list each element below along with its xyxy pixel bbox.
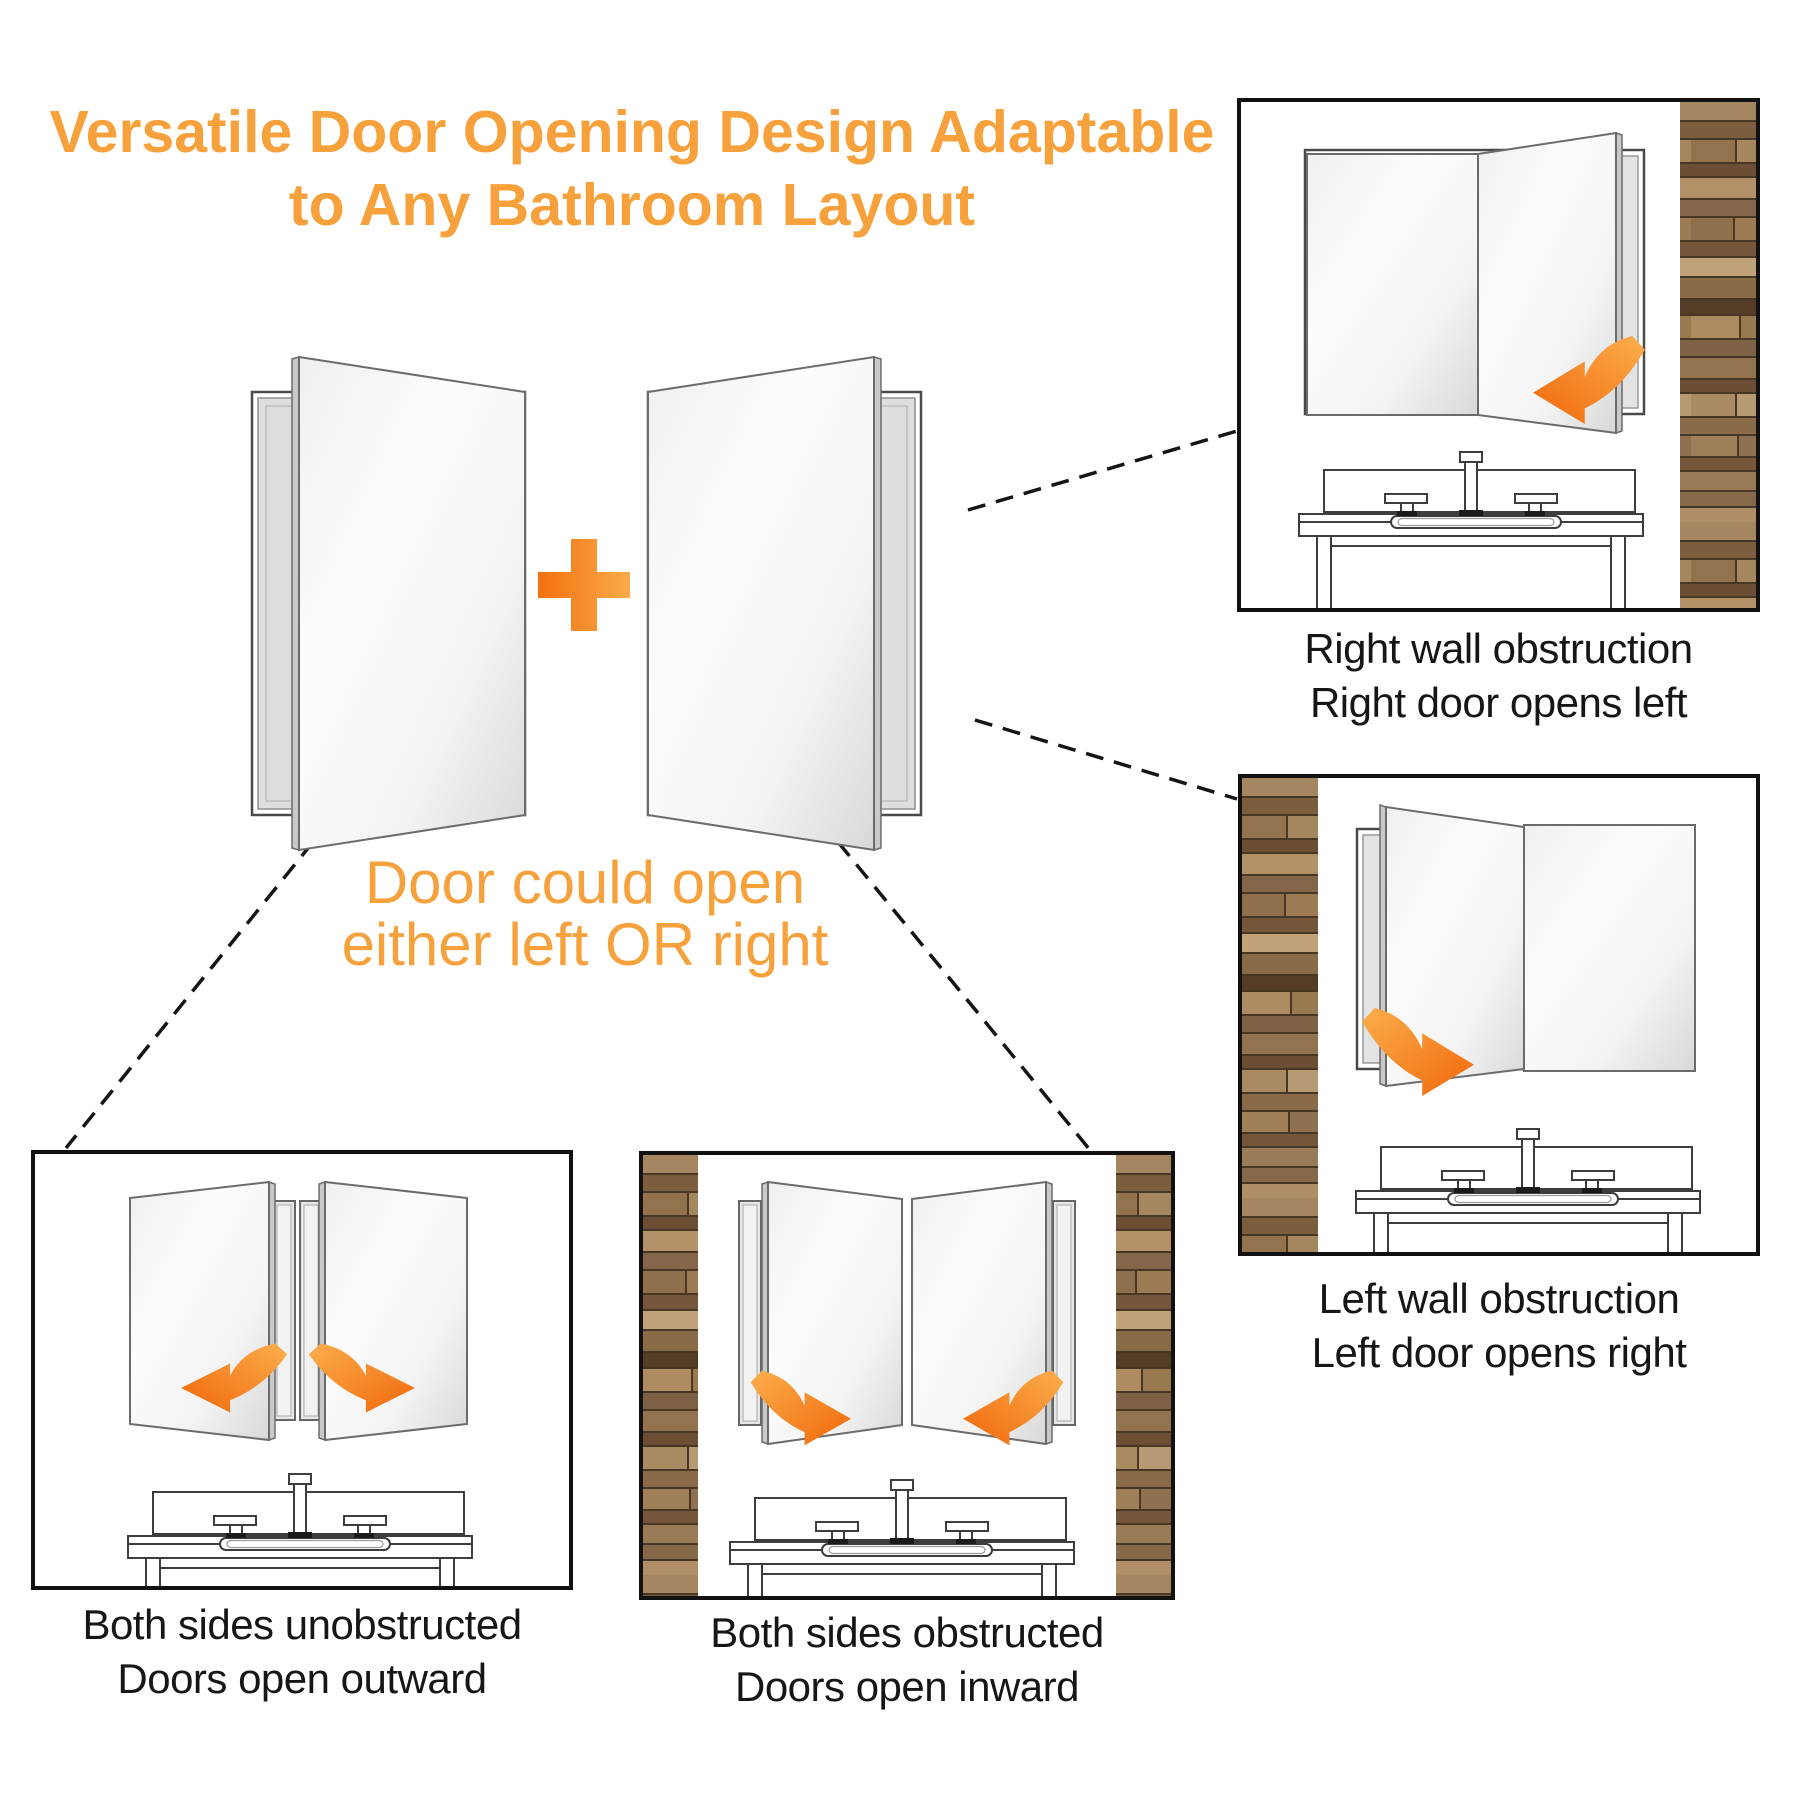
caption-line: Left door opens right — [1311, 1329, 1687, 1376]
panel-obstructed-caption: Both sides obstructed Doors open inward — [639, 1606, 1175, 1714]
caption-line: Left wall obstruction — [1318, 1275, 1680, 1322]
center-caption-line2: either left OR right — [341, 911, 829, 978]
panel-unobstructed-illustration — [127, 1180, 473, 1586]
caption-line: Right wall obstruction — [1304, 625, 1693, 672]
open-right-door — [1477, 131, 1617, 435]
caption-line: Both sides obstructed — [710, 1609, 1104, 1656]
vanity-sink — [1298, 451, 1644, 608]
dashed-connector-bottom-left — [64, 840, 315, 1150]
center-illustration — [250, 355, 923, 852]
page-title-line2: to Any Bathroom Layout — [288, 172, 976, 238]
closed-right-door — [1523, 824, 1696, 1072]
center-caption-line1: Door could open — [364, 849, 806, 916]
page-title: Versatile Door Opening Design Adaptable … — [0, 96, 1264, 242]
caption-line: Doors open outward — [117, 1655, 487, 1702]
caption-line: Right door opens left — [1309, 679, 1688, 726]
closed-left-door — [1306, 153, 1479, 416]
vanity-sink — [1355, 1128, 1701, 1252]
left-door-open-outward — [129, 1180, 270, 1442]
right-cabinet-door — [647, 355, 875, 852]
cabinet-doors-outward — [129, 1180, 468, 1442]
right-cabinet-unit — [646, 355, 923, 852]
right-door-open-inward — [911, 1180, 1047, 1446]
plus-icon — [538, 539, 630, 631]
panel-right-wall-obstruction — [1237, 98, 1760, 612]
panel-unobstructed-caption: Both sides unobstructed Doors open outwa… — [31, 1598, 573, 1706]
panel-obstructed — [639, 1151, 1175, 1600]
center-caption: Door could open either left OR right — [210, 852, 960, 976]
panel-obstructed-illustration — [643, 1155, 1171, 1596]
dashed-connector-middle-right — [974, 718, 1238, 801]
left-door-open-inward — [767, 1180, 903, 1446]
wood-wall-right — [1680, 102, 1756, 608]
cabinet-right-door-open — [1303, 131, 1646, 435]
wood-wall-left — [1242, 778, 1318, 1252]
right-door-open-outward — [324, 1180, 468, 1442]
page-title-line1: Versatile Door Opening Design Adaptable — [49, 99, 1215, 165]
cabinet-left-door-open — [1355, 803, 1696, 1088]
wood-wall-right — [1116, 1155, 1171, 1596]
vanity-sink — [729, 1479, 1075, 1596]
panel-left-wall-obstruction — [1238, 774, 1760, 1256]
panel-unobstructed — [31, 1150, 573, 1590]
dashed-connector-top-right — [967, 429, 1238, 512]
left-cabinet-unit — [250, 355, 527, 852]
panel-left-wall-illustration — [1242, 778, 1701, 1252]
caption-line: Both sides unobstructed — [82, 1601, 522, 1648]
dashed-connector-bottom-center — [836, 840, 1092, 1152]
panel-left-wall-caption: Left wall obstruction Left door opens ri… — [1238, 1272, 1760, 1380]
vanity-sink — [127, 1473, 473, 1586]
panel-right-wall-illustration — [1298, 102, 1756, 608]
left-cabinet-door — [298, 355, 526, 852]
panel-right-wall-caption: Right wall obstruction Right door opens … — [1237, 622, 1760, 730]
wood-wall-left — [643, 1155, 698, 1596]
open-left-door — [1385, 805, 1525, 1088]
caption-line: Doors open inward — [734, 1663, 1080, 1710]
